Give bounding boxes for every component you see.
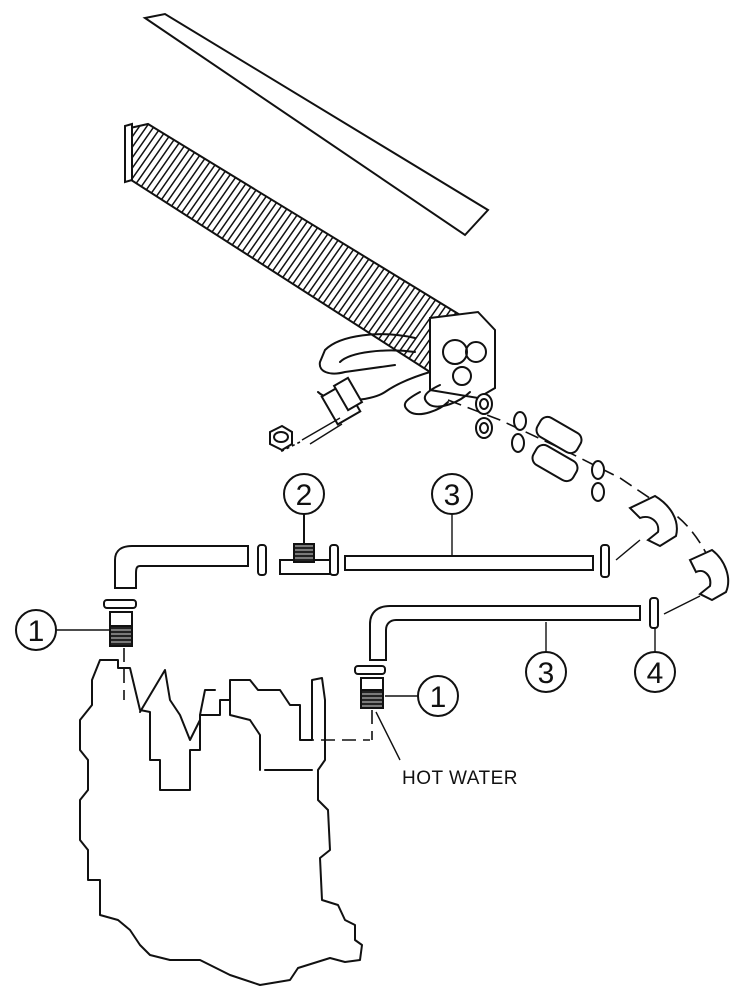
- callout-1-left: 1: [15, 609, 57, 651]
- leader-hot-water: [375, 711, 401, 761]
- callout-2: 2: [283, 473, 325, 515]
- callout-1-right: 1: [417, 675, 459, 717]
- clamp-4: [649, 597, 659, 629]
- svg-text:1: 1: [28, 615, 45, 648]
- elbow-hose-lower: [688, 548, 730, 602]
- clamp-left: [257, 544, 267, 576]
- svg-text:2: 2: [296, 479, 313, 512]
- callout-3-upper: 3: [431, 473, 473, 515]
- svg-text:4: 4: [647, 657, 664, 690]
- svg-text:3: 3: [444, 479, 461, 512]
- clamp-mid: [329, 544, 339, 576]
- gasket-strip: [142, 12, 490, 237]
- callout-4: 4: [634, 651, 676, 693]
- fitting-right: [354, 665, 386, 740]
- elbow-hose-upper: [628, 494, 678, 548]
- tee-fitting: [279, 511, 331, 575]
- fitting-left: [103, 599, 137, 700]
- heater-core: [124, 122, 496, 453]
- hose-long-straight: [344, 555, 594, 571]
- callout-3-lower: 3: [525, 651, 567, 693]
- svg-text:3: 3: [538, 657, 555, 690]
- svg-text:1: 1: [430, 681, 447, 714]
- engine-outline: [79, 659, 370, 986]
- hose-lower-elbow: [369, 605, 641, 661]
- hose-upper-left: [114, 545, 249, 589]
- clamps-and-short-hoses: [475, 393, 605, 502]
- hot-water-label: HOT WATER: [402, 768, 518, 789]
- plug-nut: [269, 424, 293, 452]
- clamp-right-upper: [600, 544, 610, 578]
